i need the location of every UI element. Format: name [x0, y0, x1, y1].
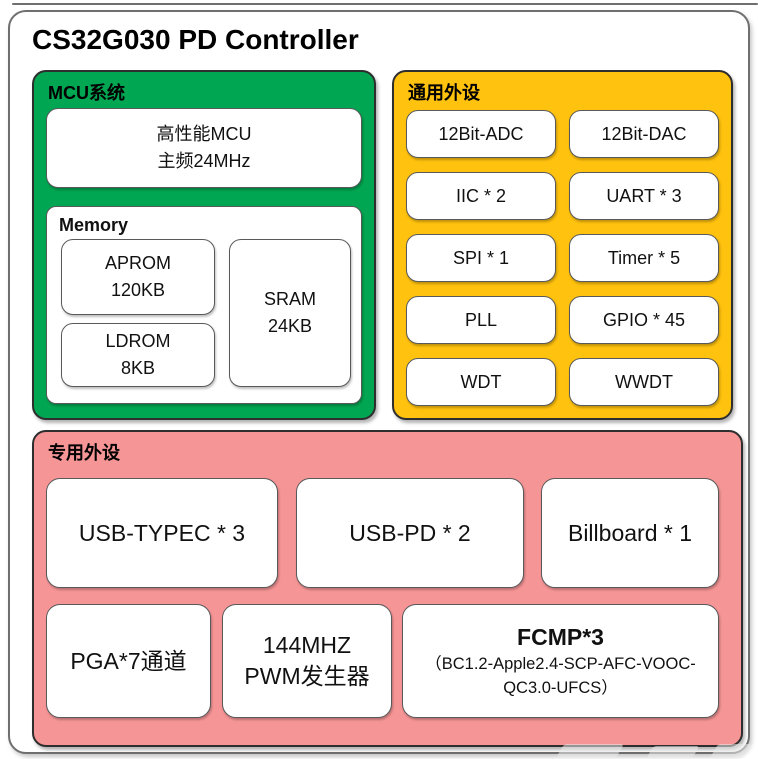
aprom-name: APROM: [104, 253, 171, 273]
peripheral-block-gpio: GPIO * 45: [569, 296, 719, 344]
peripheral-block-uart: UART * 3: [569, 172, 719, 220]
usb-pd-block: USB-PD * 2: [296, 478, 524, 588]
cpu-block: 高性能MCU 主频24MHz: [46, 108, 362, 188]
peripheral-block-wwdt: WWDT: [569, 358, 719, 406]
memory-block: Memory APROM 120KB LDROM 8KB SRAM 24KB: [46, 206, 362, 404]
pwm-generator-block: 144MHZ PWM发生器: [222, 604, 392, 718]
page-title: CS32G030 PD Controller: [32, 24, 359, 55]
fcmp-protocols-line-1: （BC1.2-Apple2.4-SCP-AFC-VOOC-: [425, 655, 696, 673]
aprom-block: APROM 120KB: [61, 239, 215, 315]
sram-block: SRAM 24KB: [229, 239, 351, 387]
dedicated-peripherals-header: 专用外设: [48, 443, 120, 463]
peripheral-block-dac: 12Bit-DAC: [569, 110, 719, 158]
aprom-size: 120KB: [110, 280, 166, 300]
sram-size: 24KB: [267, 316, 313, 336]
general-peripherals-panel: 通用外设 12Bit-ADC 12Bit-DAC IIC * 2 UART * …: [392, 70, 733, 420]
ldrom-size: 8KB: [120, 358, 156, 378]
usb-typec-block: USB-TYPEC * 3: [46, 478, 278, 588]
memory-header: Memory: [59, 215, 129, 235]
fcmp-protocols-line-2: QC3.0-UFCS）: [503, 679, 618, 697]
pwm-line-2: PWM发生器: [244, 663, 370, 689]
peripheral-block-adc: 12Bit-ADC: [406, 110, 556, 158]
usb-typec-label: USB-TYPEC * 3: [78, 519, 246, 546]
usb-pd-label: USB-PD * 2: [349, 519, 471, 546]
mcu-system-panel: MCU系统 高性能MCU 主频24MHz Memory APROM 120KB …: [32, 70, 376, 420]
watermark-shape: [646, 746, 700, 758]
top-border-line: [12, 3, 758, 5]
general-peripherals-header: 通用外设: [408, 83, 480, 103]
pga-label: PGA*7通道: [70, 647, 187, 674]
chip-block-diagram-frame: CS32G030 PD Controller MCU系统 高性能MCU 主频24…: [8, 10, 750, 754]
peripheral-block-pll: PLL: [406, 296, 556, 344]
billboard-block: Billboard * 1: [541, 478, 719, 588]
general-peripherals-grid: 12Bit-ADC 12Bit-DAC IIC * 2 UART * 3 SPI…: [406, 110, 719, 406]
watermark-shape: [709, 744, 753, 758]
ldrom-name: LDROM: [105, 331, 171, 351]
fcmp-title: FCMP*3: [517, 624, 604, 650]
peripheral-block-timer: Timer * 5: [569, 234, 719, 282]
mcu-system-header: MCU系统: [48, 83, 125, 103]
watermark-shape: [555, 744, 625, 758]
ldrom-block: LDROM 8KB: [61, 323, 215, 387]
peripheral-block-iic: IIC * 2: [406, 172, 556, 220]
peripheral-block-spi: SPI * 1: [406, 234, 556, 282]
dedicated-peripherals-panel: 专用外设 USB-TYPEC * 3 USB-PD * 2 Billboard …: [32, 430, 743, 747]
peripheral-block-wdt: WDT: [406, 358, 556, 406]
billboard-label: Billboard * 1: [567, 519, 693, 546]
cpu-line-1: 高性能MCU: [156, 124, 252, 144]
fcmp-block: FCMP*3 （BC1.2-Apple2.4-SCP-AFC-VOOC- QC3…: [402, 604, 719, 718]
sram-name: SRAM: [263, 289, 316, 309]
pwm-line-1: 144MHZ: [262, 632, 352, 658]
pga-block: PGA*7通道: [46, 604, 211, 718]
cpu-line-2: 主频24MHz: [157, 151, 251, 171]
